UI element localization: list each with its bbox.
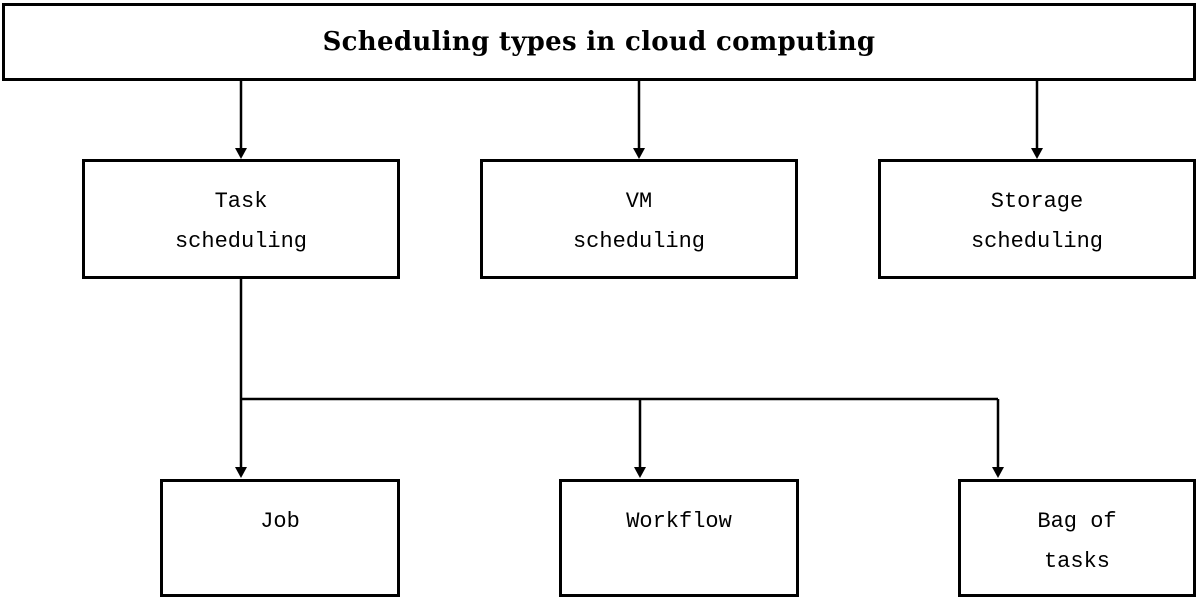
node-storage-line2: scheduling	[970, 229, 1104, 254]
node-task-line2: scheduling	[174, 229, 308, 254]
node-storage-scheduling: Storage scheduling	[878, 159, 1196, 279]
node-vm-line1: VM	[625, 189, 653, 214]
node-bag-line2: tasks	[1043, 549, 1110, 574]
node-job-line1: Job	[260, 509, 300, 534]
edge-task-scheduling-to-workflow	[634, 399, 646, 478]
edge-title-to-vm-scheduling	[633, 81, 645, 159]
node-bag-of-tasks: Bag of tasks	[958, 479, 1196, 597]
edge-task-scheduling-stem	[239, 279, 998, 401]
node-job: Job	[160, 479, 400, 597]
edge-task-scheduling-to-bag-of-tasks	[992, 399, 1004, 478]
node-vm-line2: scheduling	[572, 229, 706, 254]
node-workflow-line1: Workflow	[626, 509, 732, 534]
node-task-scheduling: Task scheduling	[82, 159, 400, 279]
edge-title-to-task-scheduling	[235, 81, 247, 159]
edge-title-to-storage-scheduling	[1031, 81, 1043, 159]
node-task-line1: Task	[214, 189, 268, 214]
edge-task-scheduling-to-job	[235, 399, 247, 478]
node-bag-line1: Bag of	[1037, 509, 1117, 534]
node-workflow: Workflow	[559, 479, 799, 597]
node-title: Scheduling types in cloud computing	[2, 3, 1196, 81]
node-vm-scheduling: VM scheduling	[480, 159, 798, 279]
node-storage-line1: Storage	[990, 189, 1084, 214]
title-text: Scheduling types in cloud computing	[322, 27, 876, 57]
